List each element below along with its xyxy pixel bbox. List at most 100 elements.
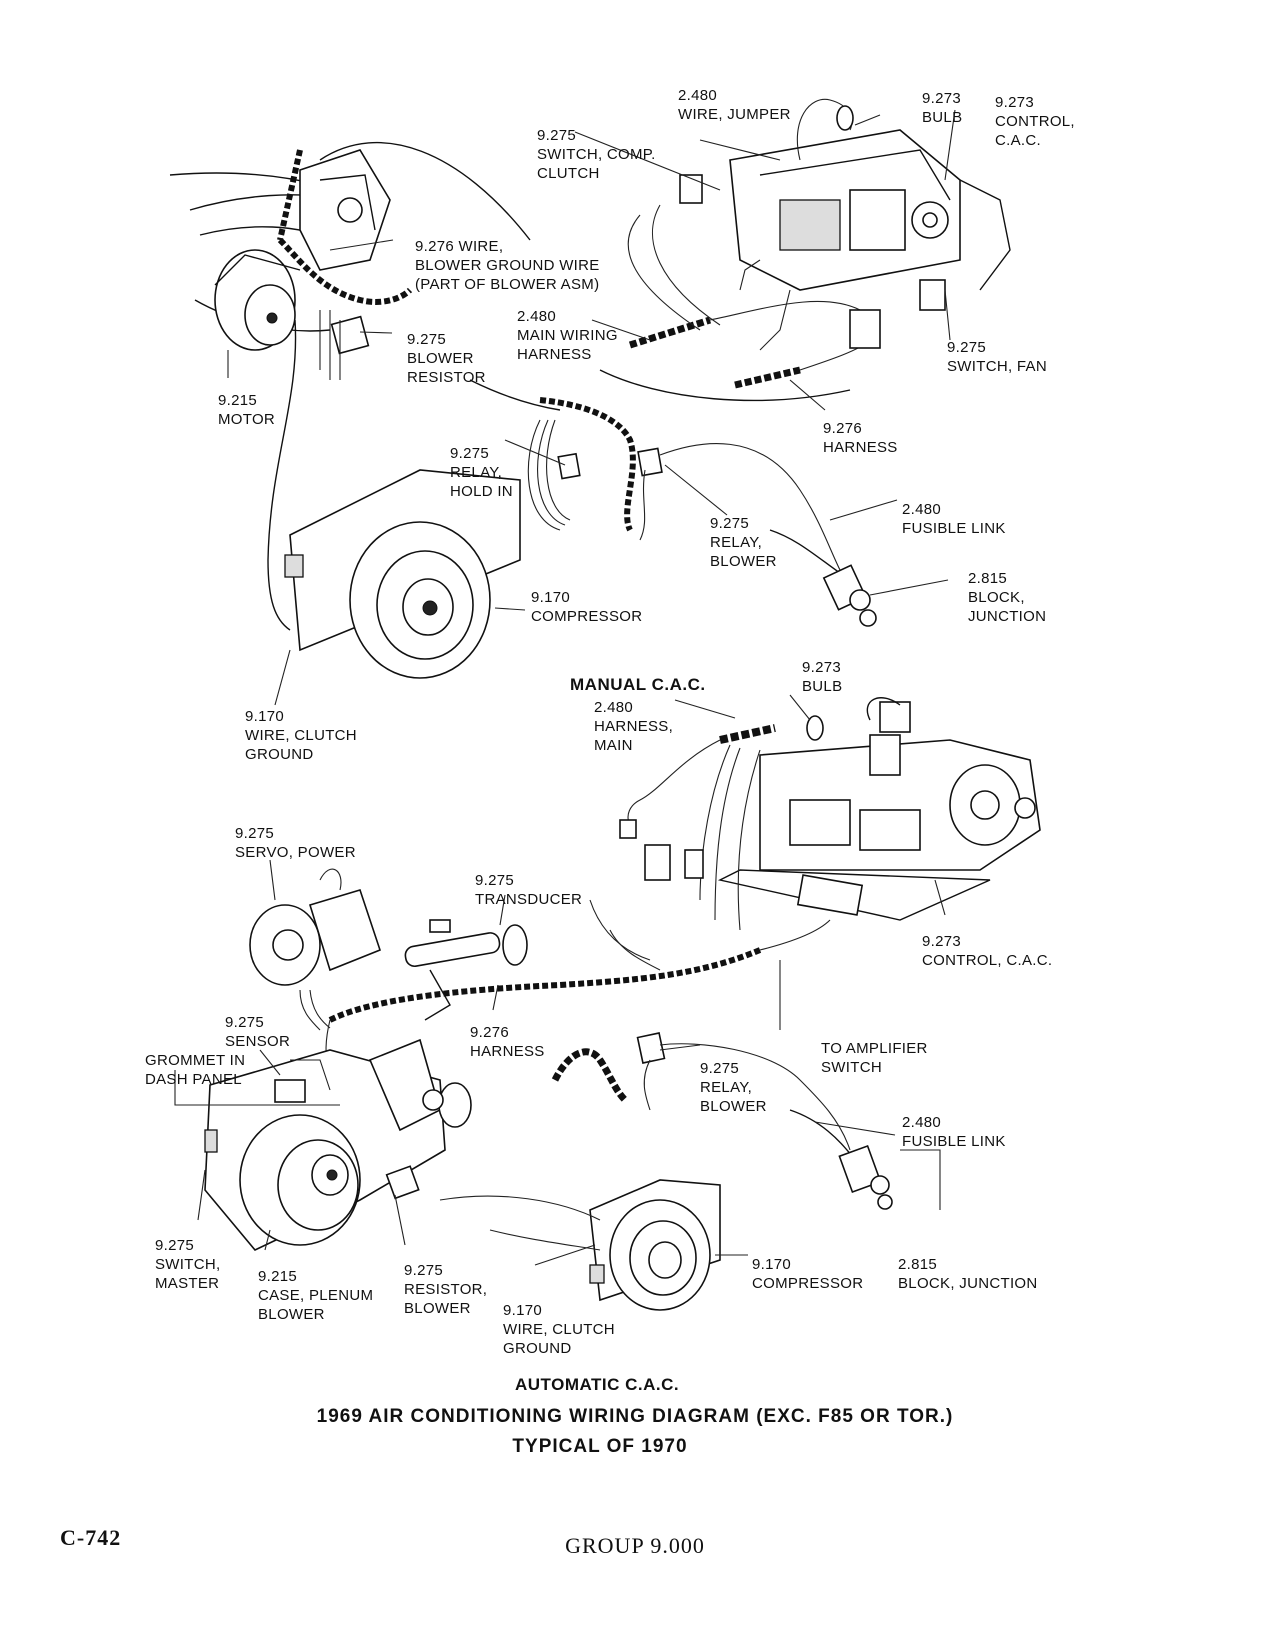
callout-line: GROUND: [503, 1340, 571, 1357]
callout-line: 2.480: [678, 87, 717, 104]
callout-line: BLOWER: [700, 1098, 767, 1115]
callout-line: JUNCTION: [968, 608, 1046, 625]
callout-line: WIRE, CLUTCH: [245, 727, 357, 744]
callout-line: HARNESS,: [594, 718, 673, 735]
junction-block-manual: [769, 529, 877, 627]
callout-line: 9.215: [258, 1268, 297, 1285]
callout-line: HARNESS: [517, 346, 592, 363]
callout-line: 9.275: [404, 1262, 443, 1279]
callout-line: 9.170: [752, 1256, 791, 1273]
callout-line: 9.275: [225, 1014, 264, 1031]
diagram-title: 1969 AIR CONDITIONING WIRING DIAGRAM (EX…: [317, 1406, 954, 1427]
callout-line: HARNESS: [823, 439, 898, 456]
callout-line: 9.170: [503, 1302, 542, 1319]
automatic-cac-header: AUTOMATIC C.A.C.: [515, 1375, 679, 1394]
automatic-cac-drawing: [174, 694, 1041, 1311]
callout-line: DASH PANEL: [145, 1071, 242, 1088]
callout-line: 9.275: [475, 872, 514, 889]
main-harness-automatic: [619, 724, 776, 931]
control-cac-manual: [679, 98, 1011, 351]
callout-line: MASTER: [155, 1275, 219, 1292]
callout-line: 9.273: [922, 933, 961, 950]
callout-line: MAIN: [594, 737, 633, 754]
callout-line: 9.275: [947, 339, 986, 356]
callout-line: TRANSDUCER: [475, 891, 582, 908]
callout-line: 9.275: [537, 127, 576, 144]
callout-line: SWITCH: [821, 1059, 882, 1076]
callout-line: 2.815: [898, 1256, 937, 1273]
callout-line: CLUTCH: [537, 165, 600, 182]
callout-line: 9.275: [710, 515, 749, 532]
callout-line: 2.815: [968, 570, 1007, 587]
manual-cac-drawing: [169, 98, 1011, 706]
compressor-automatic: [439, 1179, 721, 1311]
callout-line: 9.275: [700, 1060, 739, 1077]
callout-line: BLOCK,: [968, 589, 1025, 606]
callout-line: 2.480: [902, 1114, 941, 1131]
diagram-subtitle: TYPICAL OF 1970: [512, 1436, 687, 1457]
callout-line: RELAY,: [710, 534, 762, 551]
callout-line: C.A.C.: [995, 132, 1041, 149]
callout-line: BULB: [922, 109, 962, 126]
callout-line: HOLD IN: [450, 483, 513, 500]
callout-line: (PART OF BLOWER ASM): [415, 276, 599, 293]
callout-line: GROMMET IN: [145, 1052, 245, 1069]
blower-ground-wire: [277, 149, 413, 305]
callout-line: CONTROL,: [995, 113, 1075, 130]
callout-line: SWITCH, FAN: [947, 358, 1047, 375]
callout-line: COMPRESSOR: [752, 1275, 863, 1292]
callout-line: MAIN WIRING: [517, 327, 618, 344]
blower-housing: [299, 149, 391, 271]
callout-line: FUSIBLE LINK: [902, 520, 1006, 537]
callout-line: 9.275: [407, 331, 446, 348]
callout-line: CONTROL, C.A.C.: [922, 952, 1052, 969]
callout-line: SWITCH, COMP.: [537, 146, 656, 163]
callout-line: TO AMPLIFIER: [821, 1040, 928, 1057]
callout-line: WIRE, JUMPER: [678, 106, 791, 123]
blower-resistor: [319, 310, 370, 380]
leader-lines-automatic: [174, 694, 946, 1266]
callout-line: 9.273: [995, 94, 1034, 111]
callout-line: HARNESS: [470, 1043, 545, 1060]
callout-line: 9.276: [470, 1024, 509, 1041]
callout-line: BLOWER: [404, 1300, 471, 1317]
callout-line: MOTOR: [218, 411, 275, 428]
callout-line: 9.170: [245, 708, 284, 725]
callout-line: 2.480: [517, 308, 556, 325]
callout-line: SENSOR: [225, 1033, 290, 1050]
callout-line: 9.275: [155, 1237, 194, 1254]
main-wiring-harness-manual: [539, 204, 871, 532]
leader-lines-manual: [227, 109, 956, 706]
junction-block-automatic: [789, 1109, 893, 1210]
plenum-blower-case: [204, 1038, 472, 1251]
callout-line: 9.273: [922, 90, 961, 107]
callout-line: RESISTOR,: [404, 1281, 487, 1298]
callout-line: SWITCH,: [155, 1256, 220, 1273]
callout-line: RELAY,: [450, 464, 502, 481]
callout-line: 9.275: [450, 445, 489, 462]
callout-line: 9.273: [802, 659, 841, 676]
